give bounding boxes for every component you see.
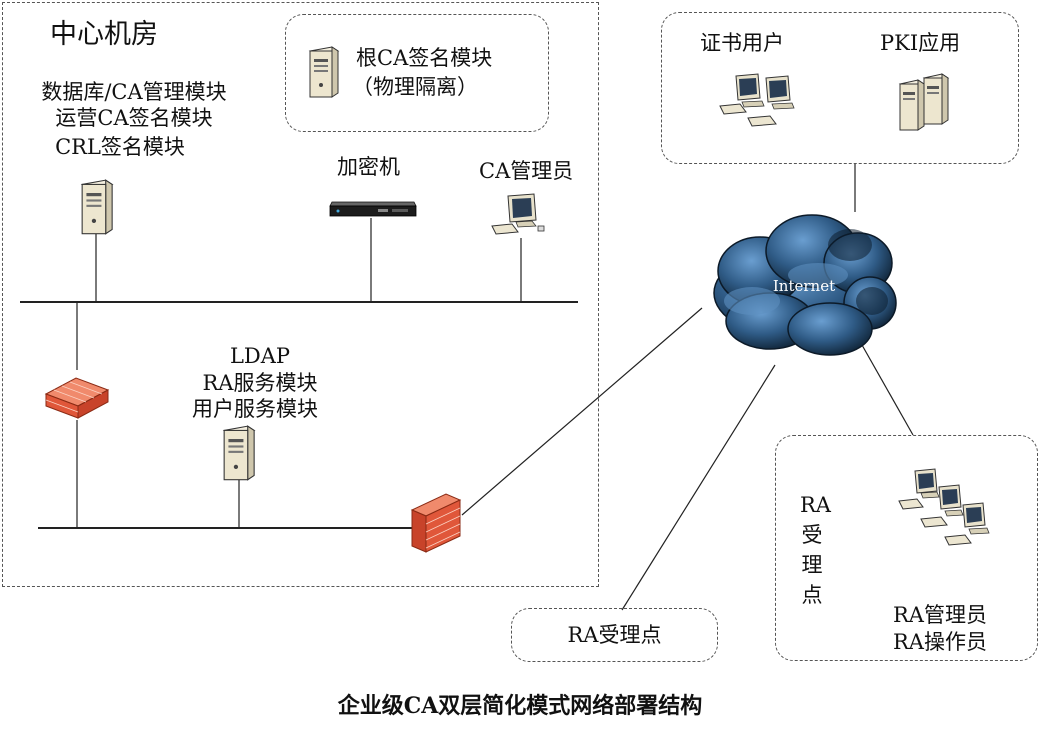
internet-label: Internet [772, 277, 836, 295]
encryptor-label: 加密机 [337, 155, 400, 179]
cert-users-pc-icon [719, 73, 795, 127]
ldap-label-1: LDAP [229, 344, 291, 368]
firewall-left-icon [44, 377, 110, 419]
diagram-title: 企业级CA双层简化模式网络部署结构 [337, 693, 703, 719]
ca-admin-label: CA管理员 [479, 159, 574, 183]
encryptor-icon [329, 201, 417, 217]
cert-users-label: 证书用户 [700, 31, 784, 55]
center-room-zone [2, 2, 599, 587]
center-room-title: 中心机房 [50, 19, 158, 50]
ldap-label-3: 用户服务模块 [192, 397, 318, 421]
ra-operator-label: RA操作员 [893, 630, 987, 654]
db-server-icon [80, 179, 114, 235]
ra-point-vertical-label: RA受理点 [800, 493, 831, 607]
ra-point-small-label: RA受理点 [567, 623, 662, 647]
db-server-label-2: 运营CA签名模块 [55, 106, 213, 130]
root-ca-zone [285, 14, 549, 132]
pki-apps-server-icon [898, 73, 950, 131]
link-internet-ra-large [861, 344, 914, 436]
top-right-zone [661, 12, 1019, 164]
ra-operators-pc-icon [898, 468, 990, 546]
root-ca-label: 根CA签名模块 [356, 46, 493, 70]
ra-admin-label: RA管理员 [893, 603, 987, 627]
link-firewall-internet [461, 307, 703, 516]
ldap-label-2: RA服务模块 [202, 371, 318, 395]
root-ca-isolation-label: （物理隔离） [352, 75, 478, 99]
ldap-server-icon [222, 425, 256, 481]
db-server-label-3: CRL签名模块 [55, 135, 185, 159]
root-ca-server-icon [308, 46, 340, 98]
db-server-label-1: 数据库/CA管理模块 [41, 80, 227, 104]
ca-admin-pc-icon [491, 193, 545, 235]
firewall-edge-icon [410, 493, 462, 553]
ra-point-large-zone [775, 435, 1038, 661]
pki-apps-label: PKI应用 [880, 31, 961, 55]
link-internet-ra-small [621, 364, 776, 611]
ra-point-small-zone [511, 608, 718, 662]
internet-cloud-icon [713, 214, 897, 356]
